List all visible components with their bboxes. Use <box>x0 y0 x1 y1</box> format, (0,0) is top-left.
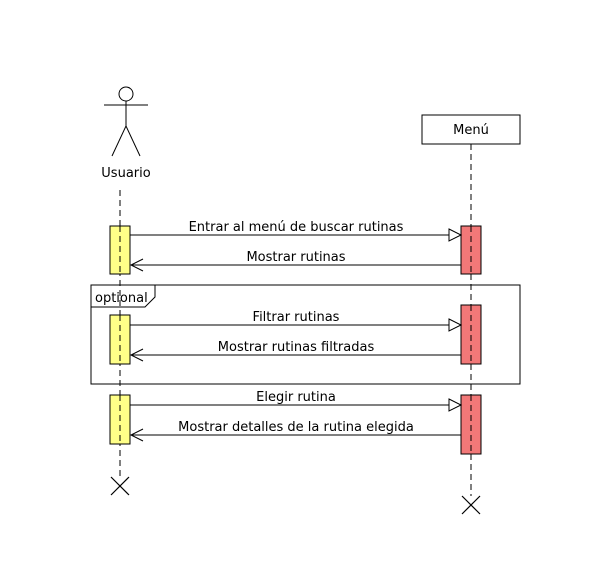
message-2[interactable]: Mostrar rutinas <box>129 250 461 272</box>
actor-usuario[interactable]: Usuario <box>101 86 151 181</box>
return-arrowhead-icon <box>129 428 144 442</box>
message-label: Filtrar rutinas <box>253 310 340 325</box>
message-6[interactable]: Mostrar detalles de la rutina elegida <box>129 420 461 442</box>
message-label: Mostrar rutinas <box>246 250 345 265</box>
message-label: Elegir rutina <box>256 390 336 405</box>
participant-menu[interactable]: Menú <box>421 114 521 145</box>
stick-figure-icon <box>104 86 148 157</box>
message-label: Mostrar detalles de la rutina elegida <box>178 420 414 435</box>
fragment-label: optional <box>95 291 148 306</box>
return-arrowhead-icon <box>129 258 144 272</box>
message-label: Mostrar rutinas filtradas <box>218 340 375 355</box>
destroy-usuario-icon <box>110 476 130 496</box>
message-5[interactable]: Elegir rutina <box>130 390 463 412</box>
fragment-optional: optional <box>90 284 521 385</box>
return-arrowhead-icon <box>129 348 144 362</box>
actor-label: Usuario <box>101 166 150 181</box>
message-3[interactable]: Filtrar rutinas <box>130 310 463 332</box>
destroy-menu-icon <box>461 495 481 515</box>
arrowhead-icon <box>448 228 463 242</box>
participant-label: Menú <box>453 123 489 138</box>
message-label: Entrar al menú de buscar rutinas <box>189 220 404 235</box>
arrowhead-icon <box>448 318 463 332</box>
message-4[interactable]: Mostrar rutinas filtradas <box>129 340 461 362</box>
message-1[interactable]: Entrar al menú de buscar rutinas <box>130 220 463 242</box>
arrowhead-icon <box>448 398 463 412</box>
